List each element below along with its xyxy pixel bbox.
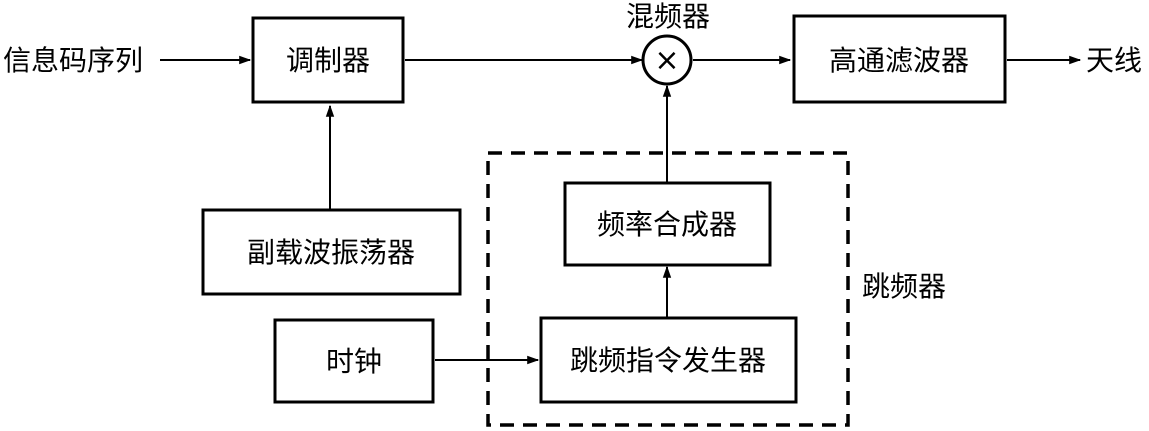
highpass-filter-block [792, 14, 1007, 104]
subcarrier-oscillator-label: 副载波振荡器 [247, 236, 415, 269]
modulator-label: 调制器 [286, 44, 370, 77]
frequency-synthesizer-block [563, 181, 772, 267]
mixer-circle [641, 34, 693, 86]
output-label: 天线 [1086, 44, 1142, 77]
input-label: 信息码序列 [3, 44, 143, 77]
frequency-hopper-group [486, 151, 850, 427]
mixer-multiply-icon: × [654, 43, 679, 78]
subcarrier-oscillator-block [201, 208, 462, 296]
highpass-filter-label: 高通滤波器 [829, 44, 969, 77]
clock-label: 时钟 [326, 345, 382, 378]
mixer-label: 混频器 [626, 0, 710, 33]
clock-block [273, 318, 435, 404]
hop-command-generator-label: 跳频指令发生器 [570, 344, 766, 377]
hop-command-generator-block [539, 316, 798, 404]
frequency-hopper-label: 跳频器 [862, 270, 946, 303]
modulator-block [251, 16, 405, 104]
frequency-synthesizer-label: 频率合成器 [597, 208, 737, 241]
